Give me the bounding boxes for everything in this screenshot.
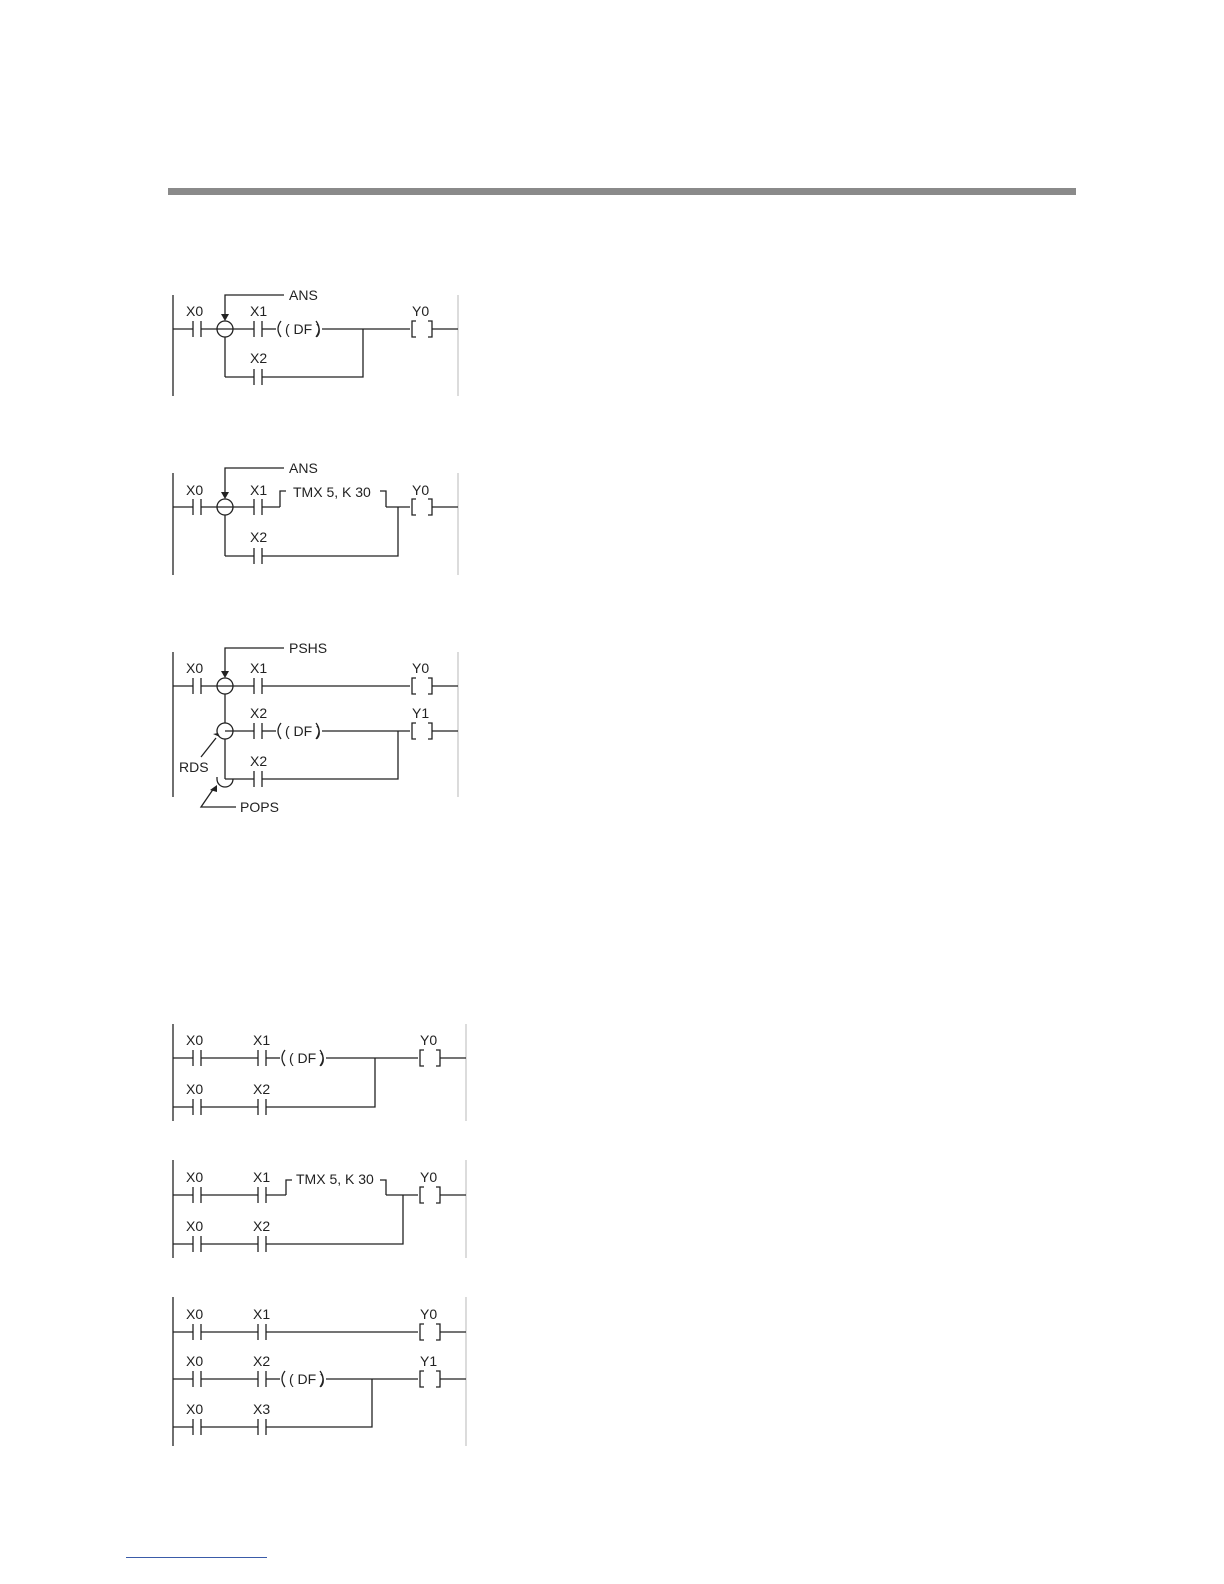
contact-x2-label: X2 [250, 705, 267, 721]
contact-x0-label: X0 [186, 660, 203, 676]
output-y0-label: Y0 [412, 660, 429, 676]
row1-contact-label: X0 [186, 1169, 203, 1185]
tmx-instruction-label: TMX 5, K 30 [293, 484, 371, 500]
output-coil-y0 [420, 1187, 424, 1203]
ans-callout-arrowhead [221, 314, 229, 321]
df-instruction-paren [278, 321, 281, 337]
output-y0-label: Y0 [412, 303, 429, 319]
row2-contact-label: X0 [186, 1353, 203, 1369]
rds-callout-arrowhead [213, 733, 220, 737]
output-y1-label: Y1 [420, 1353, 437, 1369]
output-coil-y1 [420, 1371, 424, 1387]
df-instruction-label: ( DF ) [289, 1371, 325, 1387]
output-y0-label: Y0 [412, 482, 429, 498]
output-coil-y0 [428, 678, 432, 694]
ladder-diagram-ans-tmx: ANS X0 X1 X2 TMX 5, K 30 Y0 [160, 455, 470, 585]
rds-callout-leader [201, 738, 216, 757]
output-coil-y0 [428, 321, 432, 337]
pops-callout-label: POPS [240, 799, 279, 815]
output-coil-y0 [412, 499, 416, 515]
contact-x2-label: X2 [250, 350, 267, 366]
pops-callout-arrowhead [210, 785, 217, 792]
wire [266, 1195, 403, 1244]
ladder-diagram-expanded-multi: X0 X1 X0 X2 X0 X3 ( DF ) Y0 Y1 [160, 1292, 480, 1454]
row2-contact-label: X0 [186, 1218, 203, 1234]
output-coil-y0 [436, 1324, 440, 1340]
pshs-callout-arrowhead [221, 671, 229, 678]
df-instruction-label: ( DF ) [289, 1050, 325, 1066]
df-instruction-paren [282, 1371, 285, 1387]
output-coil-y1 [436, 1371, 440, 1387]
row2-contact-label: X2 [253, 1218, 270, 1234]
output-coil-y1 [412, 723, 416, 739]
df-instruction-label: ( DF ) [285, 723, 321, 739]
row1-contact-label: X1 [253, 1306, 270, 1322]
output-y1-label: Y1 [412, 705, 429, 721]
tmx-instruction-label: TMX 5, K 30 [296, 1171, 374, 1187]
row2-contact-label: X0 [186, 1081, 203, 1097]
tmx-instruction-bracket [380, 491, 386, 507]
row3-contact-label: X0 [186, 1401, 203, 1417]
row1-contact-label: X0 [186, 1306, 203, 1322]
ladder-diagram-expanded-tmx: X0 X1 X0 X2 TMX 5, K 30 Y0 [160, 1155, 480, 1265]
ans-callout-label: ANS [289, 460, 318, 476]
df-instruction-paren [282, 1050, 285, 1066]
header-rule [168, 188, 1076, 195]
ladder-diagram-pshs-rds-pops: PSHS RDS POPS X0 X1 X2 X2 ( DF ) Y0 Y1 [160, 635, 470, 820]
output-coil-y0 [436, 1187, 440, 1203]
row2-contact-label: X2 [253, 1353, 270, 1369]
contact-x2-label: X2 [250, 529, 267, 545]
pshs-callout-label: PSHS [289, 640, 327, 656]
output-y0-label: Y0 [420, 1169, 437, 1185]
contact-x0-label: X0 [186, 482, 203, 498]
contact-x1-label: X1 [250, 482, 267, 498]
row1-contact-label: X0 [186, 1032, 203, 1048]
row1-contact-label: X1 [253, 1032, 270, 1048]
contact-x2-label: X2 [250, 753, 267, 769]
output-coil-y0 [428, 499, 432, 515]
tmx-instruction-bracket [380, 1180, 386, 1195]
row2-contact-label: X2 [253, 1081, 270, 1097]
pops-callout-leader [201, 788, 236, 807]
contact-x1-label: X1 [250, 303, 267, 319]
ladder-diagram-expanded-df: X0 X1 X0 X2 ( DF ) Y0 [160, 1020, 480, 1130]
ans-callout-label: ANS [289, 287, 318, 303]
wire [262, 507, 398, 556]
output-y0-label: Y0 [420, 1032, 437, 1048]
df-instruction-paren [278, 723, 281, 739]
output-coil-y0 [420, 1050, 424, 1066]
output-coil-y1 [428, 723, 432, 739]
rds-callout-label: RDS [179, 759, 209, 775]
df-instruction-label: ( DF ) [285, 321, 321, 337]
output-coil-y0 [420, 1324, 424, 1340]
row1-contact-label: X1 [253, 1169, 270, 1185]
tmx-instruction-bracket [286, 1180, 292, 1195]
output-coil-y0 [412, 321, 416, 337]
contact-x1-label: X1 [250, 660, 267, 676]
tmx-instruction-bracket [280, 491, 286, 507]
contact-x0-label: X0 [186, 303, 203, 319]
wire [262, 731, 398, 779]
pops-node-half-circle [217, 779, 233, 787]
ladder-diagram-ans-df: ANS X0 X1 X2 ( DF ) Y0 [160, 280, 470, 405]
output-coil-y0 [412, 678, 416, 694]
output-coil-y0 [436, 1050, 440, 1066]
output-y0-label: Y0 [420, 1306, 437, 1322]
ans-callout-arrowhead [221, 492, 229, 499]
row3-contact-label: X3 [253, 1401, 270, 1417]
footer-link-underline[interactable] [126, 1557, 267, 1558]
